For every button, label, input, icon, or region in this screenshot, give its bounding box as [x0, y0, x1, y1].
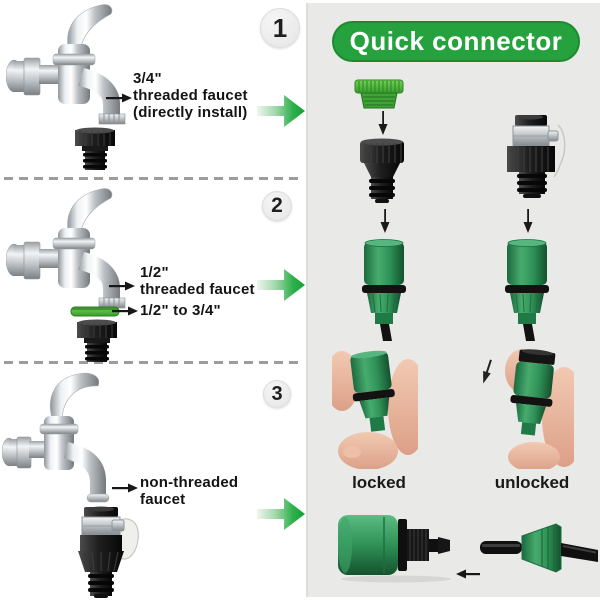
hand-unlocked-photo — [483, 349, 574, 469]
step1-label: 3/4" threaded faucet (directly install) — [133, 70, 248, 121]
tap-connector-a-photo — [360, 138, 404, 203]
step3-label: non-threaded faucet — [140, 474, 239, 508]
step-arrow-icon — [257, 269, 305, 301]
step-arrow-icon — [257, 498, 305, 530]
down-arrow-icon — [378, 111, 388, 135]
step2-label: 1/2" threaded faucet — [140, 264, 255, 298]
badge-title: Quick connector — [349, 26, 563, 56]
left-arrow-icon — [456, 569, 480, 579]
tap-connector-photo — [75, 127, 115, 170]
pointer-arrow-icon — [109, 281, 135, 291]
quick-connector-panel: Quick connector — [306, 3, 600, 597]
quick-connector-photo — [505, 239, 549, 341]
faucet-plain-photo — [2, 372, 110, 503]
wing-connector-photo — [78, 506, 139, 598]
green-adapter-photo — [354, 79, 404, 109]
quick-connector-badge: Quick connector — [332, 21, 580, 62]
quick-connector-photo — [362, 239, 406, 341]
locked-label: locked — [352, 473, 406, 492]
step-number-badge: 1 — [260, 8, 300, 48]
step-arrow-icon — [257, 95, 305, 127]
pull-arrow-icon — [483, 359, 492, 384]
step-number-badge: 2 — [262, 191, 292, 221]
pointer-arrow-icon — [112, 306, 138, 316]
tap-connector-b-photo — [507, 115, 566, 198]
section-divider — [4, 361, 304, 364]
step-number-badge: 3 — [263, 380, 291, 408]
hose-with-nut-photo — [480, 523, 598, 573]
tap-connector-photo — [77, 319, 117, 362]
step2-adapter-label: 1/2" to 3/4" — [140, 302, 221, 319]
adapter-ring-photo — [70, 306, 120, 317]
unlocked-label: unlocked — [494, 473, 570, 492]
section-divider — [4, 177, 304, 180]
down-arrow-icon — [380, 209, 390, 233]
down-arrow-icon — [523, 209, 533, 233]
pointer-arrow-icon — [106, 93, 132, 103]
hose-quick-connector-photo — [338, 515, 451, 583]
hand-locked-photo — [332, 350, 418, 469]
faucet-34-photo — [6, 4, 126, 125]
faucet-12-photo — [6, 188, 126, 309]
pointer-arrow-icon — [112, 483, 138, 493]
